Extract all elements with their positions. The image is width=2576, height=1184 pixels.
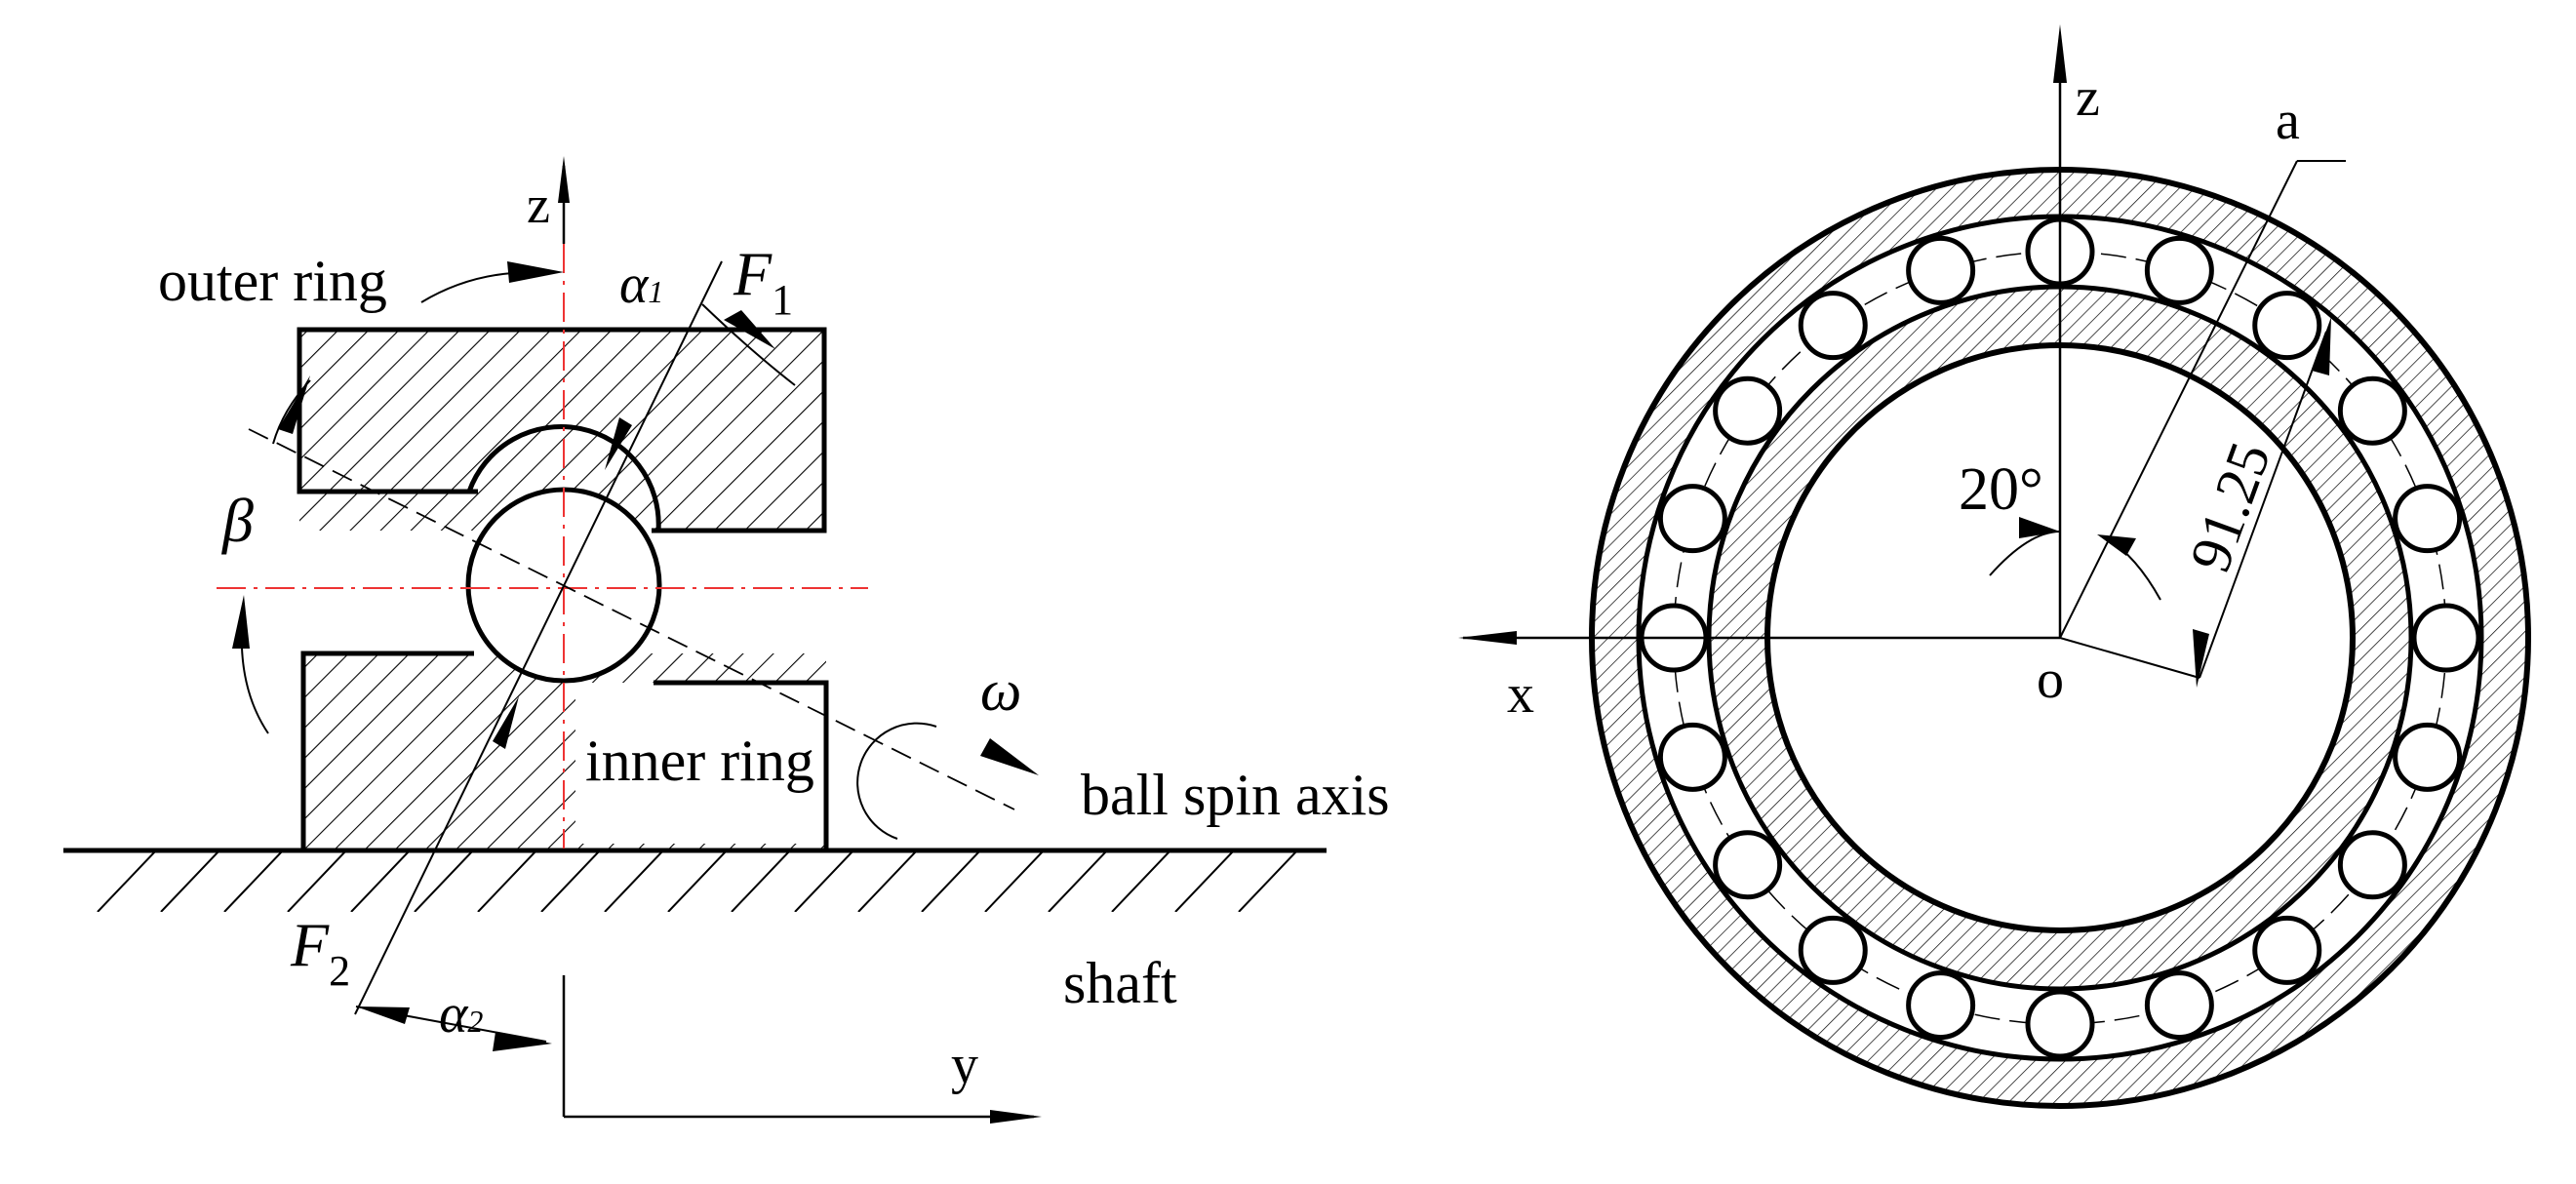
angle-arrow-right [2097,534,2136,556]
x-axis-arrow [1458,631,1517,645]
omega-label: ω [980,658,1021,723]
z-axis-left-label: z [527,176,550,234]
f1-contact-arrow [605,417,632,470]
radius-dim-label: 91.25 [2177,434,2282,579]
contact-line [354,260,723,1015]
outer-ring-label: outer ring [158,249,387,313]
ball-spin-axis-line [248,428,1015,810]
outer-ring-pointer-head [507,261,564,283]
right-front-view: z x o a 20° 91.25 [1458,24,2531,1109]
ball [1657,722,1727,792]
ball [1657,484,1727,554]
f2-label: F2 [290,910,350,995]
f1-label: F1 [733,239,793,324]
f2-contact-arrow [493,696,519,749]
z-axis-left-arrow [558,156,570,203]
left-section-view: z outer ring inner ring shaft ball spin … [63,156,1390,1124]
beta-arrow-bottom [232,595,250,649]
alpha2-arrow-right [493,1032,552,1051]
point-a-label: a [2276,91,2300,151]
ball [1798,291,1868,361]
inner-ring-label: inner ring [585,729,814,793]
ball [1798,915,1868,985]
shaft-body [63,848,1327,912]
z-axis-right-arrow [2053,24,2067,83]
angle-label: 20° [1959,456,2043,523]
alpha2-label: α2 [439,984,483,1045]
z-axis-right-label: z [2076,67,2100,128]
alpha1-arc [701,303,796,386]
beta-arrow-top [278,375,310,434]
ball [2144,235,2214,305]
ball [2393,484,2463,554]
ball [2337,375,2407,446]
angle-arc-2 [2106,537,2161,601]
ball [1906,970,1976,1041]
omega-arc [856,722,937,840]
beta-label: β [220,486,254,555]
y-axis-arrow [990,1110,1042,1124]
ball [2025,989,2095,1059]
y-axis-label: y [951,1035,978,1095]
shaft-label: shaft [1063,951,1177,1015]
ball [1713,375,1783,446]
ball [2393,722,2463,792]
omega-arrow [980,738,1039,775]
alpha1-label: α1 [619,255,663,315]
radius-dim-line [2199,331,2327,679]
angle-arrow-left [2019,517,2060,538]
radius-dim-arrow-bottom [2193,629,2209,688]
angle-arc [1989,531,2061,576]
x-axis-label: x [1507,664,1534,725]
ball-spin-axis-label: ball spin axis [1081,763,1390,827]
alpha2-arrow-left [356,1006,410,1024]
radius-dim-arrow-top [2312,317,2331,375]
ball [1906,235,1976,305]
inner-ring-section [300,488,829,850]
radius-dim-ext [2059,637,2200,679]
ball [2252,915,2322,985]
angle-radius-line [2059,160,2298,639]
ball [2144,970,2214,1041]
origin-label: o [2037,650,2064,710]
ball [2411,603,2481,673]
ball [2252,291,2322,361]
f1-force-arrow [724,310,775,349]
ball [2337,830,2407,900]
ball [1713,830,1783,900]
